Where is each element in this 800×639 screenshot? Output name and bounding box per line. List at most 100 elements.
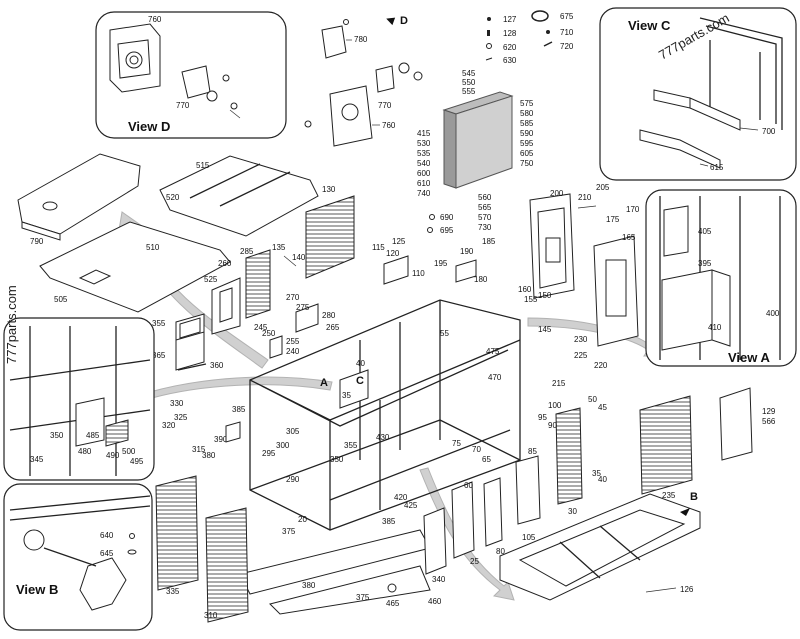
callout-70: 70: [472, 445, 481, 454]
callout-265: 265: [326, 323, 340, 332]
callout-750: 750: [520, 159, 534, 168]
callout-485: 485: [86, 431, 100, 440]
callout-740: 740: [417, 189, 431, 198]
callout-185: 185: [482, 237, 496, 246]
callout-365: 365: [152, 351, 166, 360]
callout-295: 295: [262, 449, 276, 458]
callout-400: 400: [766, 309, 780, 318]
callout-280: 280: [322, 311, 336, 320]
callout-245: 245: [254, 323, 268, 332]
callout-345-left: 345: [30, 455, 44, 464]
mid-hardware: 690 695 115 125 120 110 190 195 185 180 …: [254, 213, 496, 359]
callout-125: 125: [392, 237, 406, 246]
callout-505: 505: [54, 295, 68, 304]
callout-340: 340: [432, 575, 446, 584]
left-filters: 355 365 360: [152, 313, 224, 371]
callout-720: 720: [560, 42, 574, 51]
callout-690: 690: [440, 213, 454, 222]
view-b-inset: 640 645 View B: [3, 483, 153, 631]
callout-480: 480: [78, 447, 92, 456]
callout-170: 170: [626, 205, 640, 214]
callout-675: 675: [560, 12, 574, 21]
view-b-title: View B: [16, 582, 58, 597]
left-inset: 777parts.com 350 485 480 490 500 495 345: [3, 285, 155, 481]
callout-100: 100: [548, 401, 562, 410]
callout-115: 115: [372, 243, 385, 252]
callout-325: 325: [174, 413, 188, 422]
view-c-frame-structure: [639, 17, 783, 169]
callout-105: 105: [522, 533, 536, 542]
callout-355-center: 355: [344, 441, 358, 450]
callout-160: 160: [518, 285, 532, 294]
callout-260: 260: [218, 259, 232, 268]
filter-grilles: 130 285 260 525 135 140: [204, 185, 355, 335]
callout-395: 395: [698, 259, 712, 268]
callout-555: 555: [462, 87, 476, 96]
center-callouts: 475 470 40 35 380 305 295 300 290 355 35…: [202, 335, 608, 615]
callout-126: 126: [680, 585, 694, 594]
callout-390: 390: [214, 435, 228, 444]
callout-215: 215: [552, 379, 566, 388]
callout-770-d: 770: [176, 101, 190, 110]
right-door: 200 210 205 175 170 165 160 155 150 145: [518, 183, 640, 347]
callout-530: 530: [417, 139, 431, 148]
callout-380-a: 380: [202, 451, 216, 460]
callout-615: 615: [710, 163, 724, 172]
callout-110: 110: [412, 269, 425, 278]
callout-320: 320: [162, 421, 176, 430]
callout-620: 620: [503, 43, 517, 52]
callout-55: 55: [440, 329, 449, 338]
callout-700: 700: [762, 127, 776, 136]
callout-155: 155: [524, 295, 538, 304]
callout-140: 140: [292, 253, 306, 262]
callout-500: 500: [122, 447, 136, 456]
callout-560: 560: [478, 193, 492, 202]
callout-470: 470: [488, 373, 502, 382]
callout-230: 230: [574, 335, 588, 344]
marker-c: C: [356, 375, 364, 387]
callout-570: 570: [478, 213, 492, 222]
view-arrow-right: [527, 317, 665, 357]
callout-415: 415: [417, 129, 431, 138]
callout-510: 510: [146, 243, 160, 252]
callout-130: 130: [322, 185, 336, 194]
marker-d: D: [400, 15, 408, 27]
callout-90: 90: [548, 421, 557, 430]
callout-205: 205: [596, 183, 610, 192]
callout-770: 770: [378, 101, 392, 110]
left-bracket-callouts: 330 325 320 315 385 390: [162, 399, 246, 454]
callout-225: 225: [574, 351, 588, 360]
callout-375-b: 375: [356, 593, 370, 602]
callout-790: 790: [30, 237, 44, 246]
view-d-bracket: [109, 23, 241, 119]
callout-495: 495: [130, 457, 144, 466]
roof-panels: 790 515 520 510 505: [17, 153, 319, 313]
callout-315: 315: [192, 445, 206, 454]
callout-135: 135: [272, 243, 286, 252]
callout-405: 405: [698, 227, 712, 236]
callout-175: 175: [606, 215, 620, 224]
callout-250: 250: [262, 329, 276, 338]
callout-475: 475: [486, 347, 500, 356]
callout-45: 45: [598, 403, 607, 412]
callout-165: 165: [622, 233, 636, 242]
callout-760: 760: [382, 121, 396, 130]
callout-525: 525: [204, 275, 218, 284]
callout-595: 595: [520, 139, 534, 148]
callout-420: 420: [394, 493, 408, 502]
callout-645: 645: [100, 549, 114, 558]
callout-760-d: 760: [148, 15, 162, 24]
callout-285: 285: [240, 247, 254, 256]
callout-580: 580: [520, 109, 534, 118]
callout-75: 75: [452, 439, 461, 448]
callout-780: 780: [354, 35, 368, 44]
callout-540: 540: [417, 159, 431, 168]
callout-710: 710: [560, 28, 574, 37]
callout-640: 640: [100, 531, 114, 540]
callout-190: 190: [460, 247, 474, 256]
callout-35-right: 35: [592, 469, 601, 478]
callout-270: 270: [286, 293, 300, 302]
callout-150: 150: [538, 291, 552, 300]
callout-35-center: 35: [342, 391, 351, 400]
callout-535: 535: [417, 149, 431, 158]
